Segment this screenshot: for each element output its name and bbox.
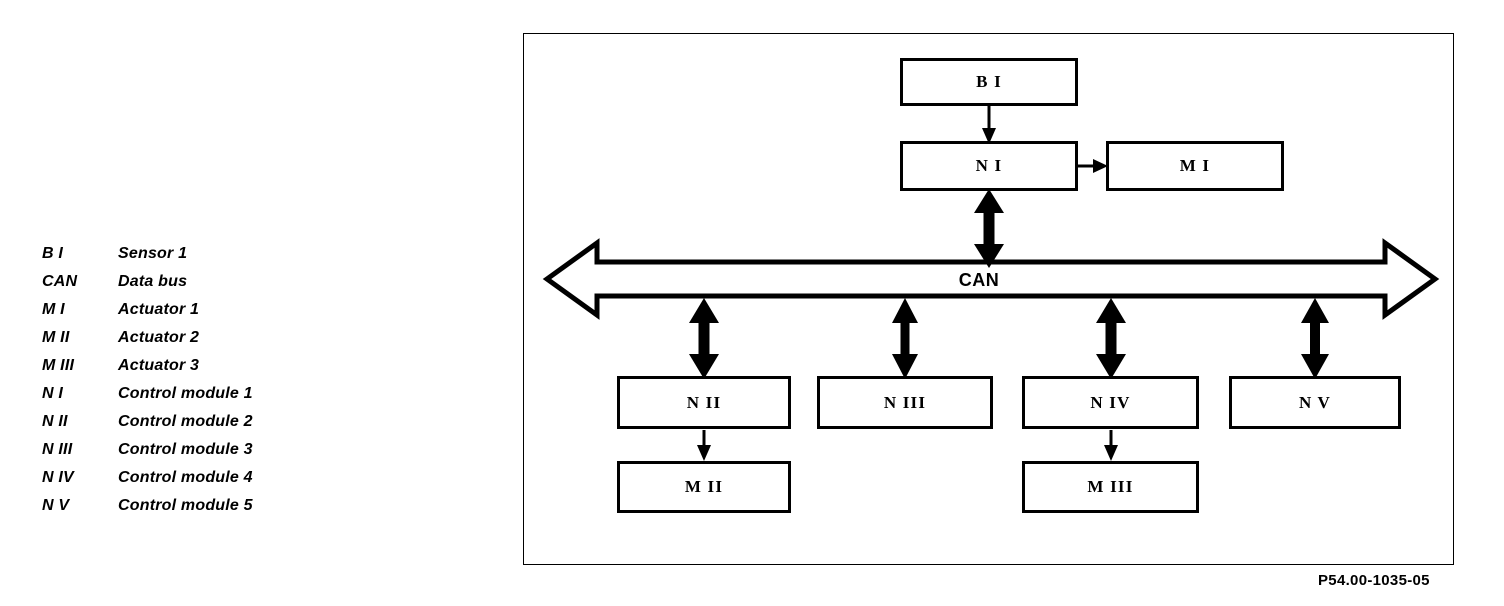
legend-row: B I Sensor 1 [42, 245, 362, 273]
legend-key: B I [42, 245, 64, 262]
legend-description: Control module 3 [118, 441, 253, 458]
legend-description: Control module 2 [118, 413, 253, 430]
legend-row: CAN Data bus [42, 273, 362, 301]
legend-description: Actuator 1 [118, 301, 200, 318]
legend: B I Sensor 1 CAN Data bus M I Actuator 1… [42, 245, 362, 525]
legend-description: Actuator 3 [118, 357, 200, 374]
legend-key: M II [42, 329, 70, 346]
legend-row: M II Actuator 2 [42, 329, 362, 357]
legend-key: CAN [42, 273, 78, 290]
legend-description: Control module 4 [118, 469, 253, 486]
node-n5[interactable]: N V [1229, 376, 1401, 429]
arrow-n1-to-can [974, 189, 1004, 268]
legend-row: N II Control module 2 [42, 413, 362, 441]
legend-description: Data bus [118, 273, 188, 290]
legend-row: N I Control module 1 [42, 385, 362, 413]
legend-row: M III Actuator 3 [42, 357, 362, 385]
arrow-can-to-n4 [1096, 298, 1126, 379]
node-b1[interactable]: B I [900, 58, 1078, 106]
legend-row: N III Control module 3 [42, 441, 362, 469]
arrow-can-to-n2 [689, 298, 719, 379]
node-m3[interactable]: M III [1022, 461, 1199, 513]
node-n2[interactable]: N II [617, 376, 791, 429]
legend-description: Sensor 1 [118, 245, 188, 262]
node-n3[interactable]: N III [817, 376, 993, 429]
legend-key: M I [42, 301, 65, 318]
legend-key: N I [42, 385, 64, 402]
legend-row: N V Control module 5 [42, 497, 362, 525]
legend-row: M I Actuator 1 [42, 301, 362, 329]
diagram-frame: CAN B I N I M I N II M II N III N IV M I… [523, 33, 1454, 565]
arrow-n1-to-m1 [1078, 159, 1108, 173]
legend-description: Control module 5 [118, 497, 253, 514]
arrow-n2-to-m2 [697, 430, 711, 461]
node-n4[interactable]: N IV [1022, 376, 1199, 429]
can-bus-label: CAN [958, 270, 1000, 290]
node-m1[interactable]: M I [1106, 141, 1284, 191]
arrow-can-to-n3 [892, 298, 918, 379]
figure-caption: P54.00-1035-05 [1318, 572, 1430, 589]
legend-description: Actuator 2 [118, 329, 200, 346]
legend-key: M III [42, 357, 75, 374]
legend-key: N II [42, 413, 68, 430]
arrow-b1-to-n1 [982, 106, 996, 144]
legend-key: N V [42, 497, 70, 514]
arrow-n4-to-m3 [1104, 430, 1118, 461]
node-n1[interactable]: N I [900, 141, 1078, 191]
legend-row: N IV Control module 4 [42, 469, 362, 497]
can-bus-arrow [542, 238, 1440, 320]
legend-key: N III [42, 441, 73, 458]
node-m2[interactable]: M II [617, 461, 791, 513]
legend-key: N IV [42, 469, 74, 486]
arrow-can-to-n5 [1301, 298, 1329, 379]
legend-description: Control module 1 [118, 385, 253, 402]
connector-layer [542, 106, 1440, 461]
